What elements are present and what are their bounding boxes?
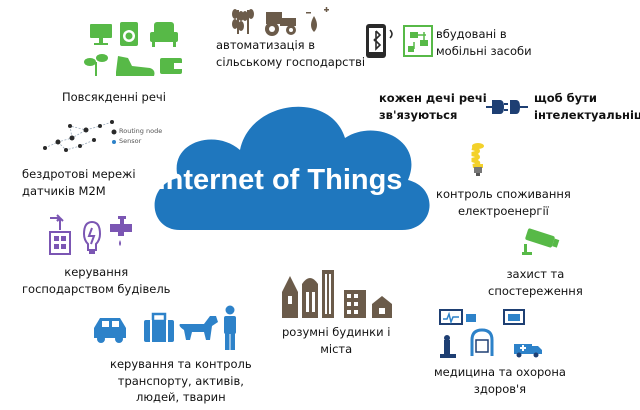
energy-label-line2: електроенергії — [457, 203, 549, 218]
washer-icon — [120, 22, 138, 46]
suitcase-icon — [144, 312, 174, 342]
smartphone-icon — [366, 24, 393, 58]
energy-label: контроль споживання електроенергії — [436, 186, 571, 219]
scanner-icon — [470, 328, 494, 356]
connected-label: кожен дечі речі зв'язуються — [379, 90, 487, 123]
connected-label-line2: зв'язуються — [379, 107, 458, 122]
buildings-label: керування господарством будівель — [22, 264, 170, 297]
medical-monitor-icon-2 — [503, 309, 525, 325]
medical-monitor-icon — [439, 309, 476, 325]
cctv-camera-icon — [520, 228, 562, 256]
transport-label-line3: людей, тварин — [135, 390, 226, 405]
cloud-title: Internet of Things — [157, 164, 403, 196]
agriculture-label: автоматизація в сільському господарстві — [216, 37, 365, 70]
intelligent-label-line2: інтелектуальніше — [534, 107, 640, 122]
city-skyline-icon — [280, 266, 396, 322]
transport-label-line2: транспорту, активів, — [117, 373, 244, 388]
security-label-line2: спостереження — [488, 283, 583, 298]
tractor-icon — [265, 12, 296, 36]
faucet-icon — [110, 216, 132, 246]
person-icon — [224, 305, 236, 350]
sensors-label: бездротові мережі датчиків M2M — [22, 166, 136, 199]
everyday-icon-group — [60, 8, 190, 83]
intelligent-label: щоб бути інтелектуальніше — [534, 90, 640, 123]
car-icon — [94, 318, 126, 343]
circuit-board-icon — [403, 25, 433, 57]
ambulance-icon — [514, 344, 542, 358]
agriculture-icon-group — [228, 2, 338, 38]
energy-label-line1: контроль споживання — [436, 187, 571, 201]
transport-icon-group — [92, 304, 242, 354]
plant-icon — [84, 54, 108, 76]
everyday-label: Повсякденні речі — [62, 90, 166, 104]
agriculture-label-line1: автоматизація в — [216, 38, 315, 52]
health-label: медицина та охорона здоров'я — [434, 364, 566, 397]
plug-icon — [486, 95, 528, 119]
drop-icon — [306, 7, 329, 32]
building-icon — [49, 214, 71, 255]
legend-sensor: Sensor — [119, 137, 142, 145]
mobile-label-line1: вбудовані в — [436, 27, 507, 41]
bulb-icon — [82, 220, 102, 254]
city-label: розумні будинки і міста — [282, 324, 390, 357]
buildings-label-line2: господарством будівель — [22, 281, 171, 296]
security-label-line1: захист та — [506, 267, 565, 281]
city-label-line1: розумні будинки і — [282, 325, 391, 339]
agriculture-label-line2: сільському господарстві — [216, 54, 366, 69]
cloud-shape — [154, 106, 430, 230]
sneaker-icon — [116, 56, 155, 76]
intelligent-label-line1: щоб бути — [534, 91, 597, 105]
monitor-icon — [90, 24, 112, 45]
city-label-line2: міста — [320, 341, 353, 356]
mobile-label: вбудовані в мобільні засоби — [436, 26, 532, 59]
security-label: захист та спостереження — [488, 266, 583, 299]
connected-label-line1: кожен дечі речі — [379, 91, 487, 105]
transport-label: керування та контроль транспорту, активі… — [110, 356, 252, 406]
health-label-line1: медицина та охорона — [434, 365, 566, 379]
sensors-label-line1: бездротові мережі — [22, 167, 136, 181]
wheat-icon — [232, 9, 254, 34]
lightbulb-icon — [468, 140, 488, 178]
mobile-icon-group — [364, 22, 436, 60]
wallet-icon — [160, 58, 182, 74]
transport-label-line1: керування та контроль — [110, 357, 252, 371]
sensors-label-line2: датчиків M2M — [22, 183, 106, 198]
armchair-icon — [150, 22, 178, 47]
building-management-icon-group — [48, 212, 138, 258]
sensor-network-icon — [40, 118, 118, 156]
legend-routing-node: Routing node — [119, 127, 163, 135]
buildings-label-line1: керування — [64, 265, 129, 279]
microscope-icon — [440, 335, 456, 358]
health-label-line2: здоров'я — [473, 381, 527, 396]
mobile-label-line2: мобільні засоби — [436, 43, 532, 58]
health-icon-group — [436, 306, 546, 364]
dog-icon — [179, 316, 218, 340]
